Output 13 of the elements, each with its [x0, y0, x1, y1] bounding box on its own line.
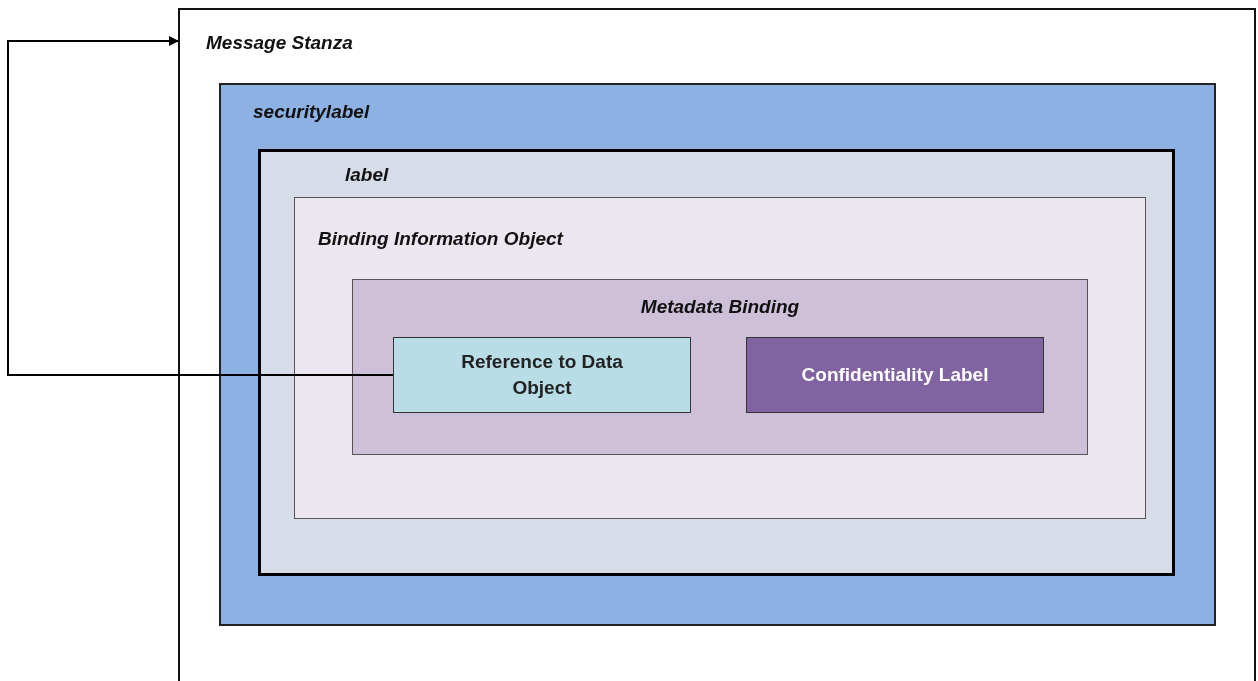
heading-text: label: [345, 164, 389, 186]
metadata-binding-panel: [352, 279, 1088, 455]
heading-text: Binding Information Object: [318, 228, 563, 250]
heading-text: Metadata Binding: [639, 296, 801, 318]
heading-text: securitylabel: [253, 101, 370, 123]
stanza-frame: [178, 8, 1256, 681]
confidentiality-box: Confidentiality Label: [746, 337, 1044, 413]
reference-box: Reference to Data Object: [393, 337, 691, 413]
heading-text: Message Stanza: [206, 32, 353, 54]
label-panel: [258, 149, 1175, 576]
binding-panel: [294, 197, 1146, 519]
securitylabel-panel: [219, 83, 1216, 626]
connector-arrow: [7, 36, 394, 376]
